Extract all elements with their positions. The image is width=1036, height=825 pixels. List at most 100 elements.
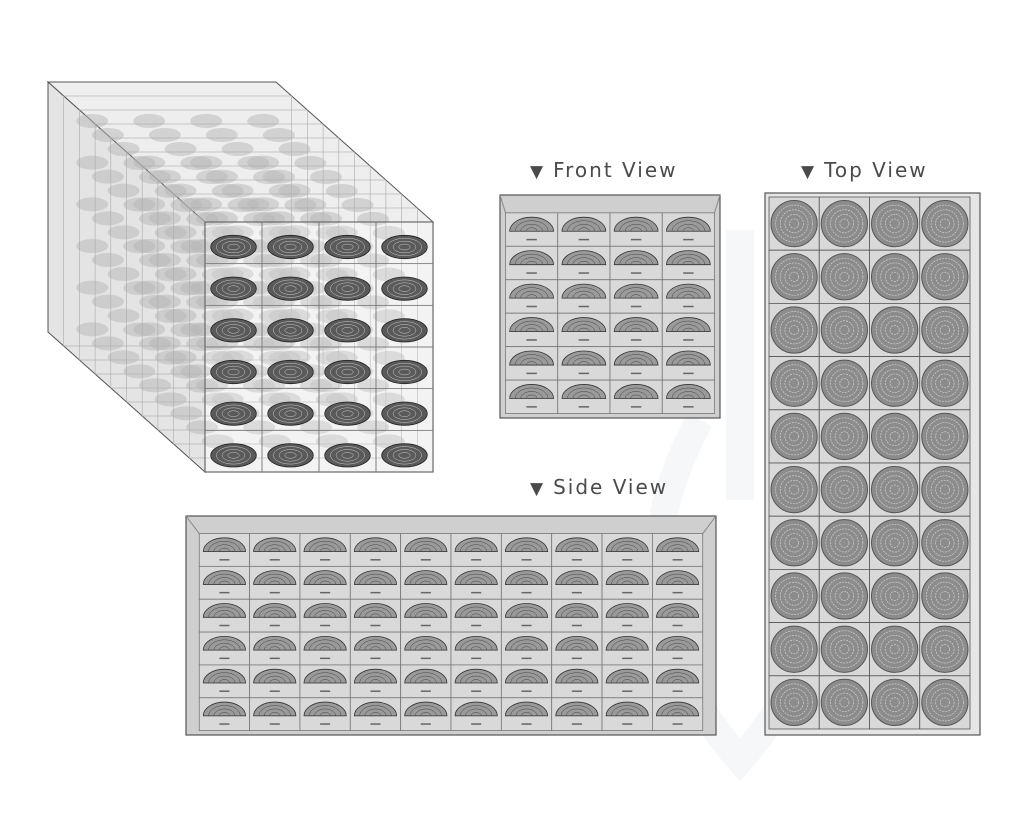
dome-ring [560, 541, 593, 552]
dome-ring [830, 368, 859, 398]
dome-ring [621, 613, 633, 618]
dome-ring [465, 708, 487, 716]
dome-ring [839, 697, 850, 708]
dome-ring [926, 577, 964, 615]
dome-ghost [76, 197, 109, 212]
dome-ring [889, 431, 900, 442]
dome-ring [520, 324, 543, 332]
dome-ring [525, 361, 538, 366]
dome-ring [880, 368, 909, 398]
dome-ring [880, 315, 909, 345]
dome-ring [885, 373, 905, 393]
dome-ring [619, 320, 653, 332]
isometric-view [46, 80, 435, 474]
dome-ring [630, 327, 642, 332]
dome-ring [677, 257, 700, 265]
dome-ring [392, 240, 417, 254]
dome-ring [330, 363, 365, 381]
dome-ring [330, 404, 365, 423]
dome-ring [258, 573, 291, 585]
dome-ring [619, 287, 653, 299]
dome-ring [330, 321, 365, 340]
dome-ring [885, 480, 905, 500]
top-view-drawing [764, 192, 981, 736]
dome-ring [619, 253, 653, 265]
dome-ghost [139, 170, 171, 184]
dome-ring [775, 364, 813, 403]
dome-ring [218, 613, 230, 618]
dome-ring [611, 606, 644, 618]
dome-ring [470, 547, 482, 552]
dome-ghost [341, 198, 374, 212]
dome-ring [273, 238, 308, 256]
dome-ring [273, 404, 308, 423]
dome-ghost [123, 156, 156, 170]
dome [381, 401, 428, 426]
dome-ring [666, 675, 689, 684]
dome [324, 359, 371, 385]
dome-ring [415, 708, 437, 716]
dome-ring [789, 591, 800, 601]
dome-ring [889, 271, 900, 282]
dome-ring [309, 541, 342, 552]
dome-ring [572, 357, 596, 366]
dome-ring [885, 692, 905, 712]
dome-ring [309, 672, 342, 683]
dome-ring [520, 290, 543, 299]
dome-ring [935, 639, 955, 659]
dome-ghost [139, 378, 171, 393]
dome-ring [566, 577, 588, 585]
dome-ring [875, 204, 914, 243]
dome-ghost [300, 420, 333, 435]
dome-ring [510, 541, 543, 552]
dome-ring [319, 613, 331, 618]
dome-ring [661, 705, 694, 716]
dome-ring [661, 639, 694, 651]
dome-ring [284, 327, 297, 334]
dome-ring [784, 639, 804, 659]
dome-ring [677, 290, 700, 299]
dome-ring [309, 606, 342, 618]
dome-ring [392, 449, 417, 462]
dome-ring [218, 646, 230, 651]
dome [267, 276, 314, 301]
dome-ring [284, 285, 297, 292]
dome-ring [514, 287, 549, 299]
dome-ring [398, 452, 411, 459]
dome-ring [830, 315, 859, 345]
dome-ring [880, 262, 909, 292]
dome-ring [926, 204, 964, 243]
dome-ring [216, 279, 251, 298]
dome-ring [830, 262, 859, 292]
dome-ghost [107, 308, 140, 323]
dome-ring [470, 646, 482, 651]
dome-ring [939, 325, 950, 335]
dome-ring [789, 218, 800, 229]
dome [210, 318, 257, 343]
dome-ring [611, 705, 644, 716]
dome-top [871, 465, 919, 514]
dome-ring [825, 523, 864, 562]
dome-ring [341, 410, 354, 417]
triangle-down-icon: ▼ [801, 162, 817, 182]
dome-ring [935, 586, 955, 606]
dome-ring [314, 675, 336, 684]
dome-ring [567, 253, 601, 265]
dome-ring [460, 606, 493, 618]
dome-ring [263, 577, 286, 585]
dome-ring [218, 712, 230, 716]
dome-ring [359, 672, 392, 683]
dome-ring [364, 675, 387, 684]
dome-ring [319, 547, 331, 552]
dome-ring [889, 378, 900, 389]
dome-ring [789, 378, 800, 389]
dome-ring [677, 224, 700, 232]
dome-ring [364, 643, 387, 651]
dome-ring [779, 315, 809, 345]
dome-ghost [253, 170, 285, 184]
dome-ring [779, 209, 809, 238]
dome-ghost [357, 378, 390, 393]
dome-ghost [186, 337, 219, 351]
dome-ring [671, 320, 706, 332]
dome-ring [525, 394, 538, 399]
